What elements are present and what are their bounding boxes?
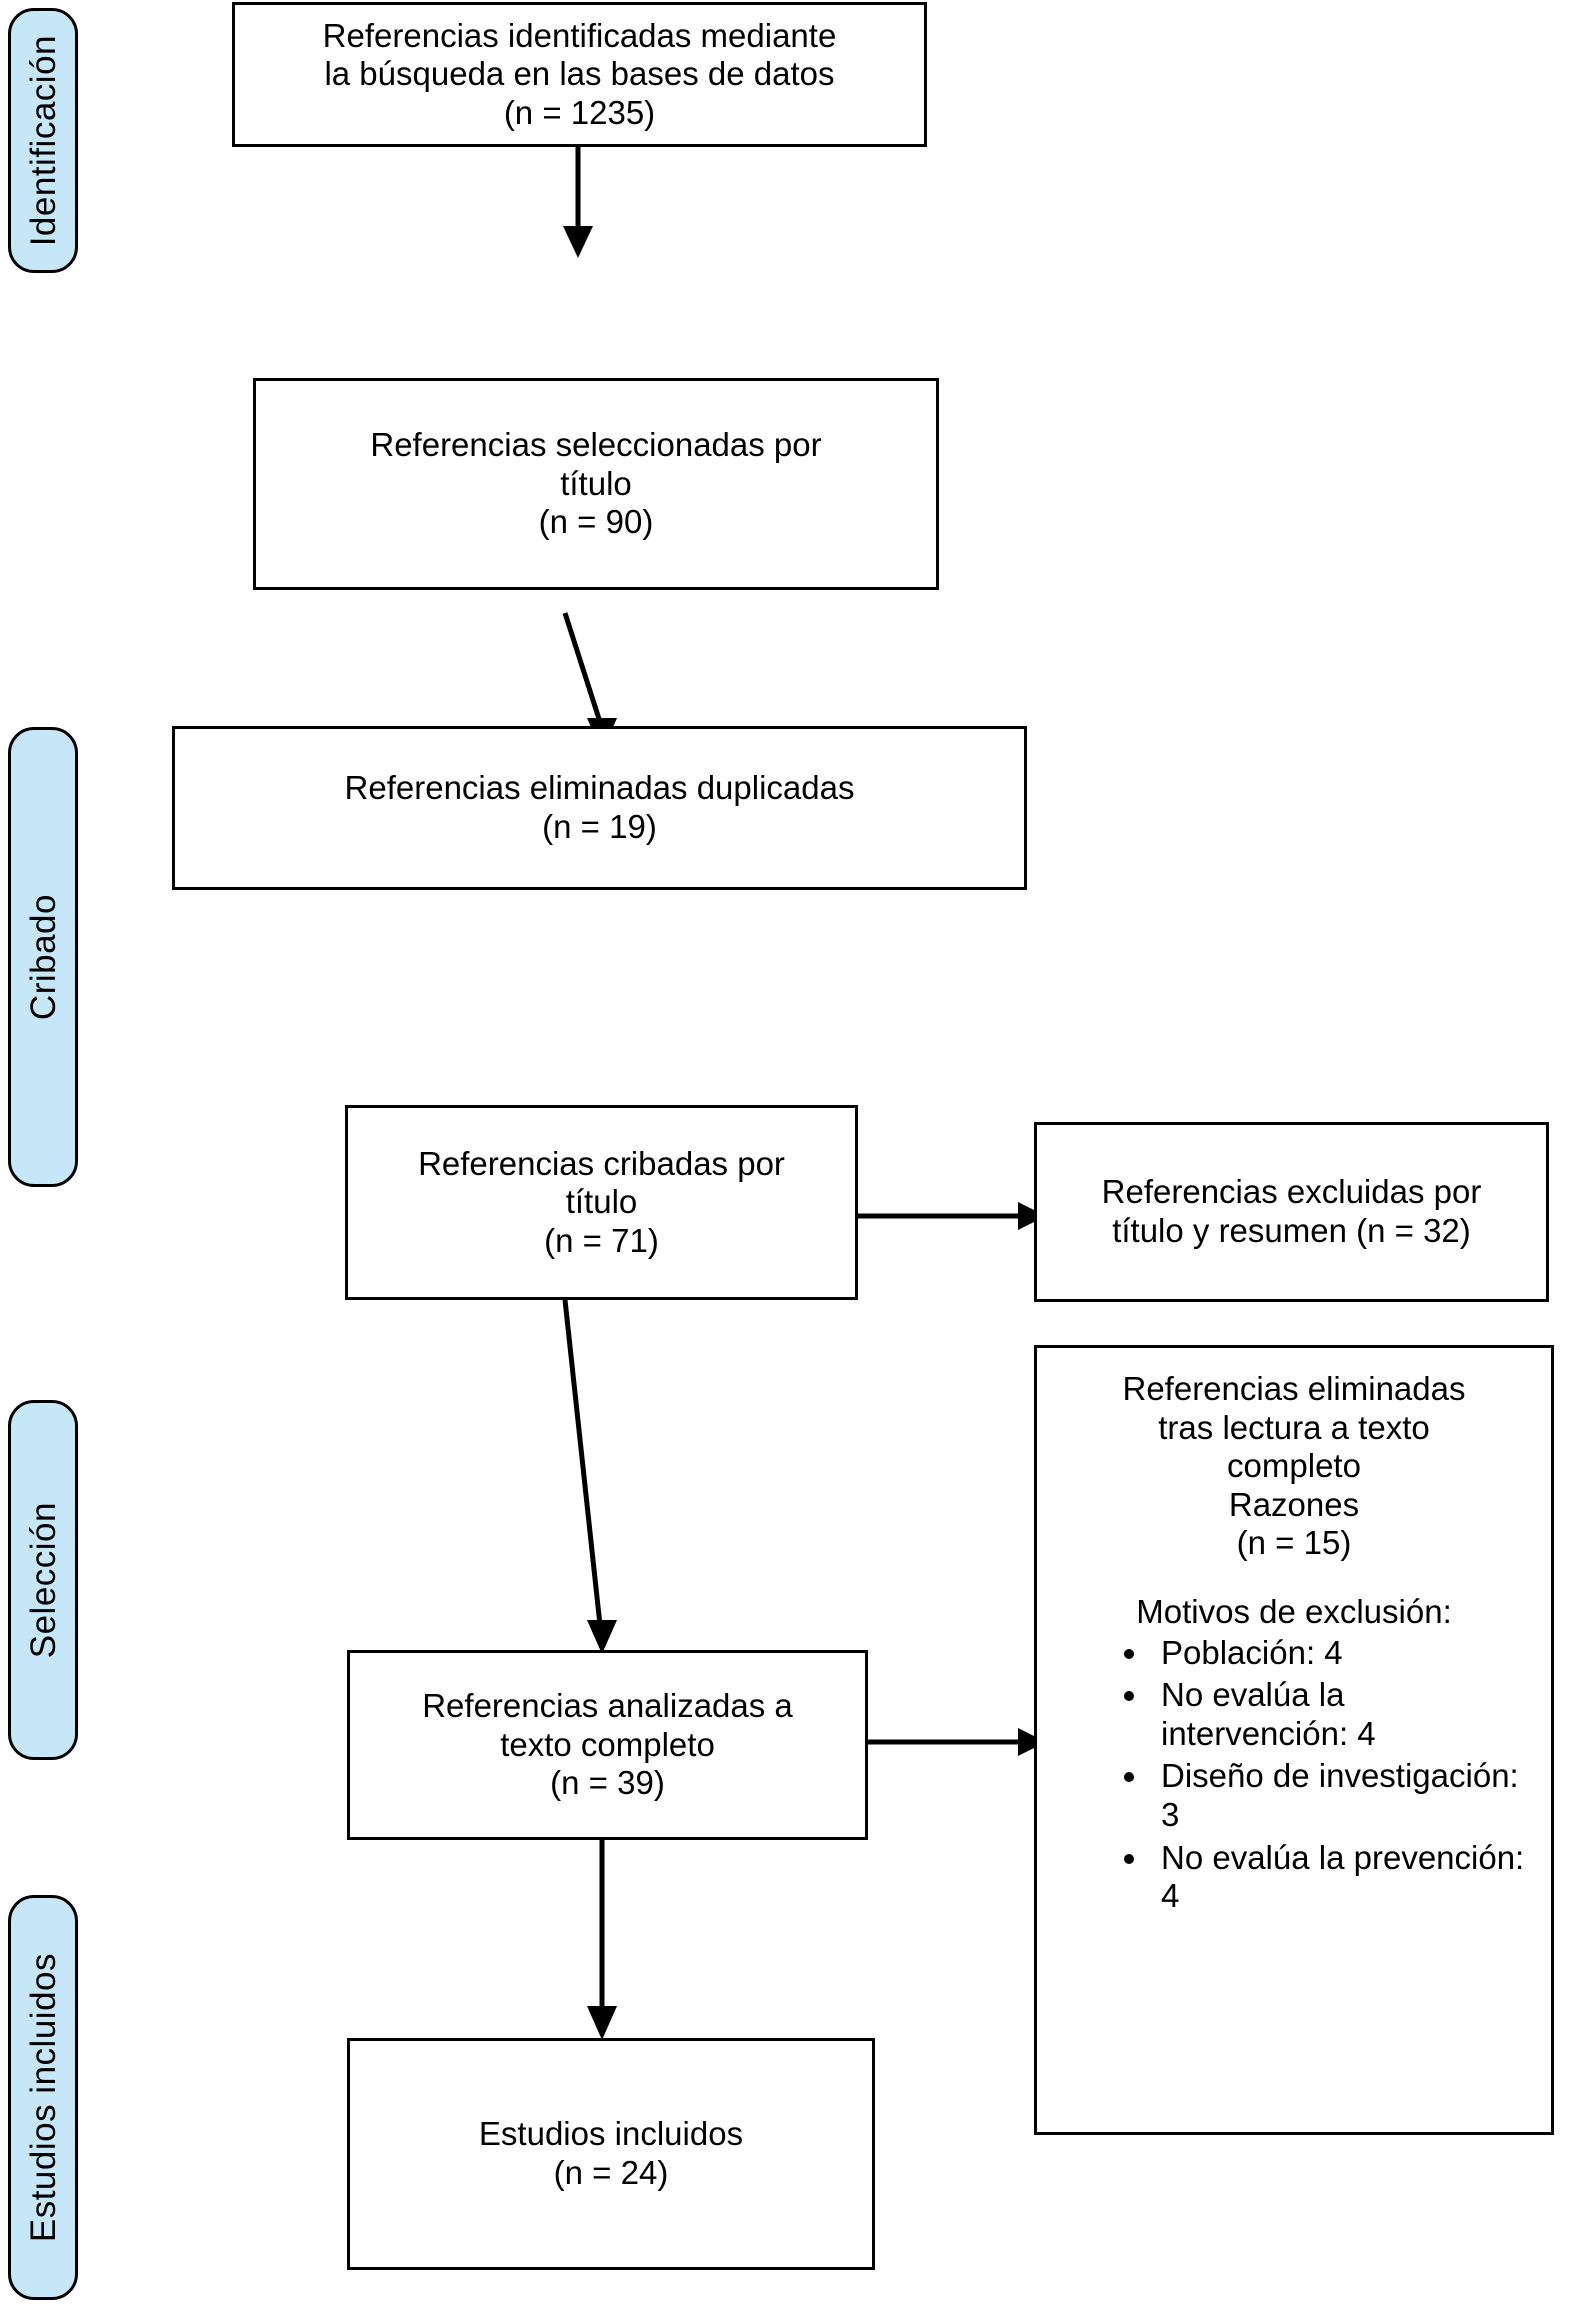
box-line: Razones <box>1228 1485 1360 1523</box>
stage-label-seleccion: Selección <box>8 1400 78 1760</box>
box-line: título <box>560 464 632 502</box>
stage-label-estudios-incluidos-text: Estudios incluidos <box>23 1952 63 2243</box>
box-count: (n = 71) <box>544 1221 659 1259</box>
reasons-heading: Referencias eliminadas tras lectura a te… <box>1055 1370 1533 1563</box>
reasons-list: Población: 4 No evalúa la intervención: … <box>1055 1634 1533 1916</box>
box-fulltext-excluded-reasons: Referencias eliminadas tras lectura a te… <box>1034 1345 1554 2135</box>
stage-label-identificacion-text: Identificación <box>23 34 63 247</box>
box-excluded-by-title-abstract: Referencias excluidas por título y resum… <box>1034 1122 1549 1302</box>
list-item: Diseño de investigación: 3 <box>1151 1757 1533 1834</box>
box-line: título <box>565 1183 638 1221</box>
box-references-selected-by-title: Referencias seleccionadas por título (n … <box>253 378 939 590</box>
box-references-screened-by-title: Referencias cribadas por título (n = 71) <box>345 1105 858 1300</box>
list-item: No evalúa la intervención: 4 <box>1151 1676 1533 1753</box>
box-fulltext-assessed-text: Referencias analizadas a texto completo … <box>422 1687 793 1803</box>
stage-label-seleccion-text: Selección <box>23 1501 63 1659</box>
box-references-selected-by-title-text: Referencias seleccionadas por título (n … <box>370 426 821 542</box>
stage-label-cribado-text: Cribado <box>23 893 63 1021</box>
list-item: No evalúa la prevención: 4 <box>1151 1839 1533 1916</box>
box-line: completo <box>1227 1447 1361 1485</box>
box-included-studies-text: Estudios incluidos (n = 24) <box>479 2115 743 2192</box>
box-references-screened-by-title-text: Referencias cribadas por título (n = 71) <box>418 1145 785 1261</box>
box-line: tras lectura a texto <box>1158 1408 1430 1446</box>
stage-label-estudios-incluidos: Estudios incluidos <box>8 1895 78 2300</box>
box-references-identified-text: Referencias identificadas mediante la bú… <box>323 17 837 133</box>
box-line: texto completo <box>500 1725 715 1763</box>
box-fulltext-assessed: Referencias analizadas a texto completo … <box>347 1650 868 1840</box>
stage-label-identificacion: Identificación <box>8 8 78 273</box>
reasons-subtitle: Motivos de exclusión: <box>1136 1593 1452 1631</box>
box-count: (n = 15) <box>1236 1524 1352 1562</box>
box-line: Referencias eliminadas duplicadas <box>344 769 855 807</box>
box-line: Referencias identificadas mediante <box>322 16 837 54</box>
box-count: (n = 1235) <box>503 93 656 131</box>
list-item: Población: 4 <box>1151 1634 1533 1673</box>
box-duplicates-removed-text: Referencias eliminadas duplicadas (n = 1… <box>345 769 855 846</box>
box-line: Referencias cribadas por <box>418 1144 785 1182</box>
spacer <box>1055 1563 1533 1593</box>
box-duplicates-removed: Referencias eliminadas duplicadas (n = 1… <box>172 726 1027 890</box>
box-line: Referencias seleccionadas por <box>370 426 822 464</box>
box-included-studies: Estudios incluidos (n = 24) <box>347 2038 875 2270</box>
box-count: (n = 24) <box>553 2154 669 2191</box>
box-line: Referencias eliminadas <box>1122 1370 1466 1407</box>
stage-label-cribado: Cribado <box>8 727 78 1187</box>
box-line: la búsqueda en las bases de datos <box>324 55 835 93</box>
box-count: (n = 39) <box>550 1764 665 1802</box>
box-references-identified: Referencias identificadas mediante la bú… <box>232 2 927 147</box>
box-line: título y resumen (n = 32) <box>1112 1212 1471 1249</box>
box-line: Referencias excluidas por <box>1101 1173 1482 1211</box>
box-count: (n = 19) <box>542 808 657 845</box>
box-excluded-by-title-abstract-text: Referencias excluidas por título y resum… <box>1102 1173 1482 1250</box>
box-line: Estudios incluidos <box>478 2115 744 2153</box>
box-count: (n = 90) <box>538 503 654 541</box>
box-line: Referencias analizadas a <box>422 1687 793 1725</box>
